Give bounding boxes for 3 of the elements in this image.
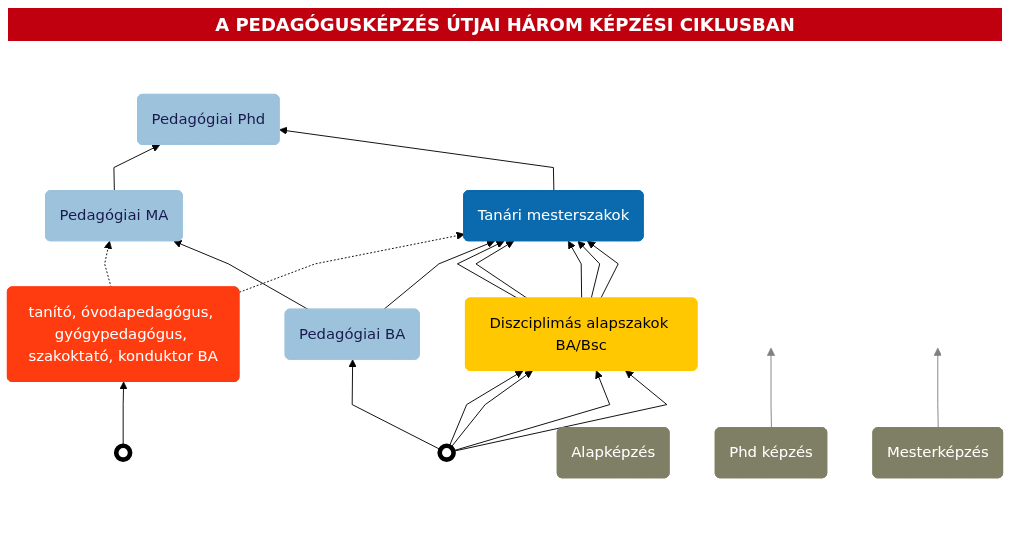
node-circle [437,443,456,462]
title-banner: A PEDAGÓGUSKÉPZÉS ÚTJAI HÁROM KÉPZÉSI CIKLUSBAN [8,8,1002,41]
node-circle [113,443,133,462]
